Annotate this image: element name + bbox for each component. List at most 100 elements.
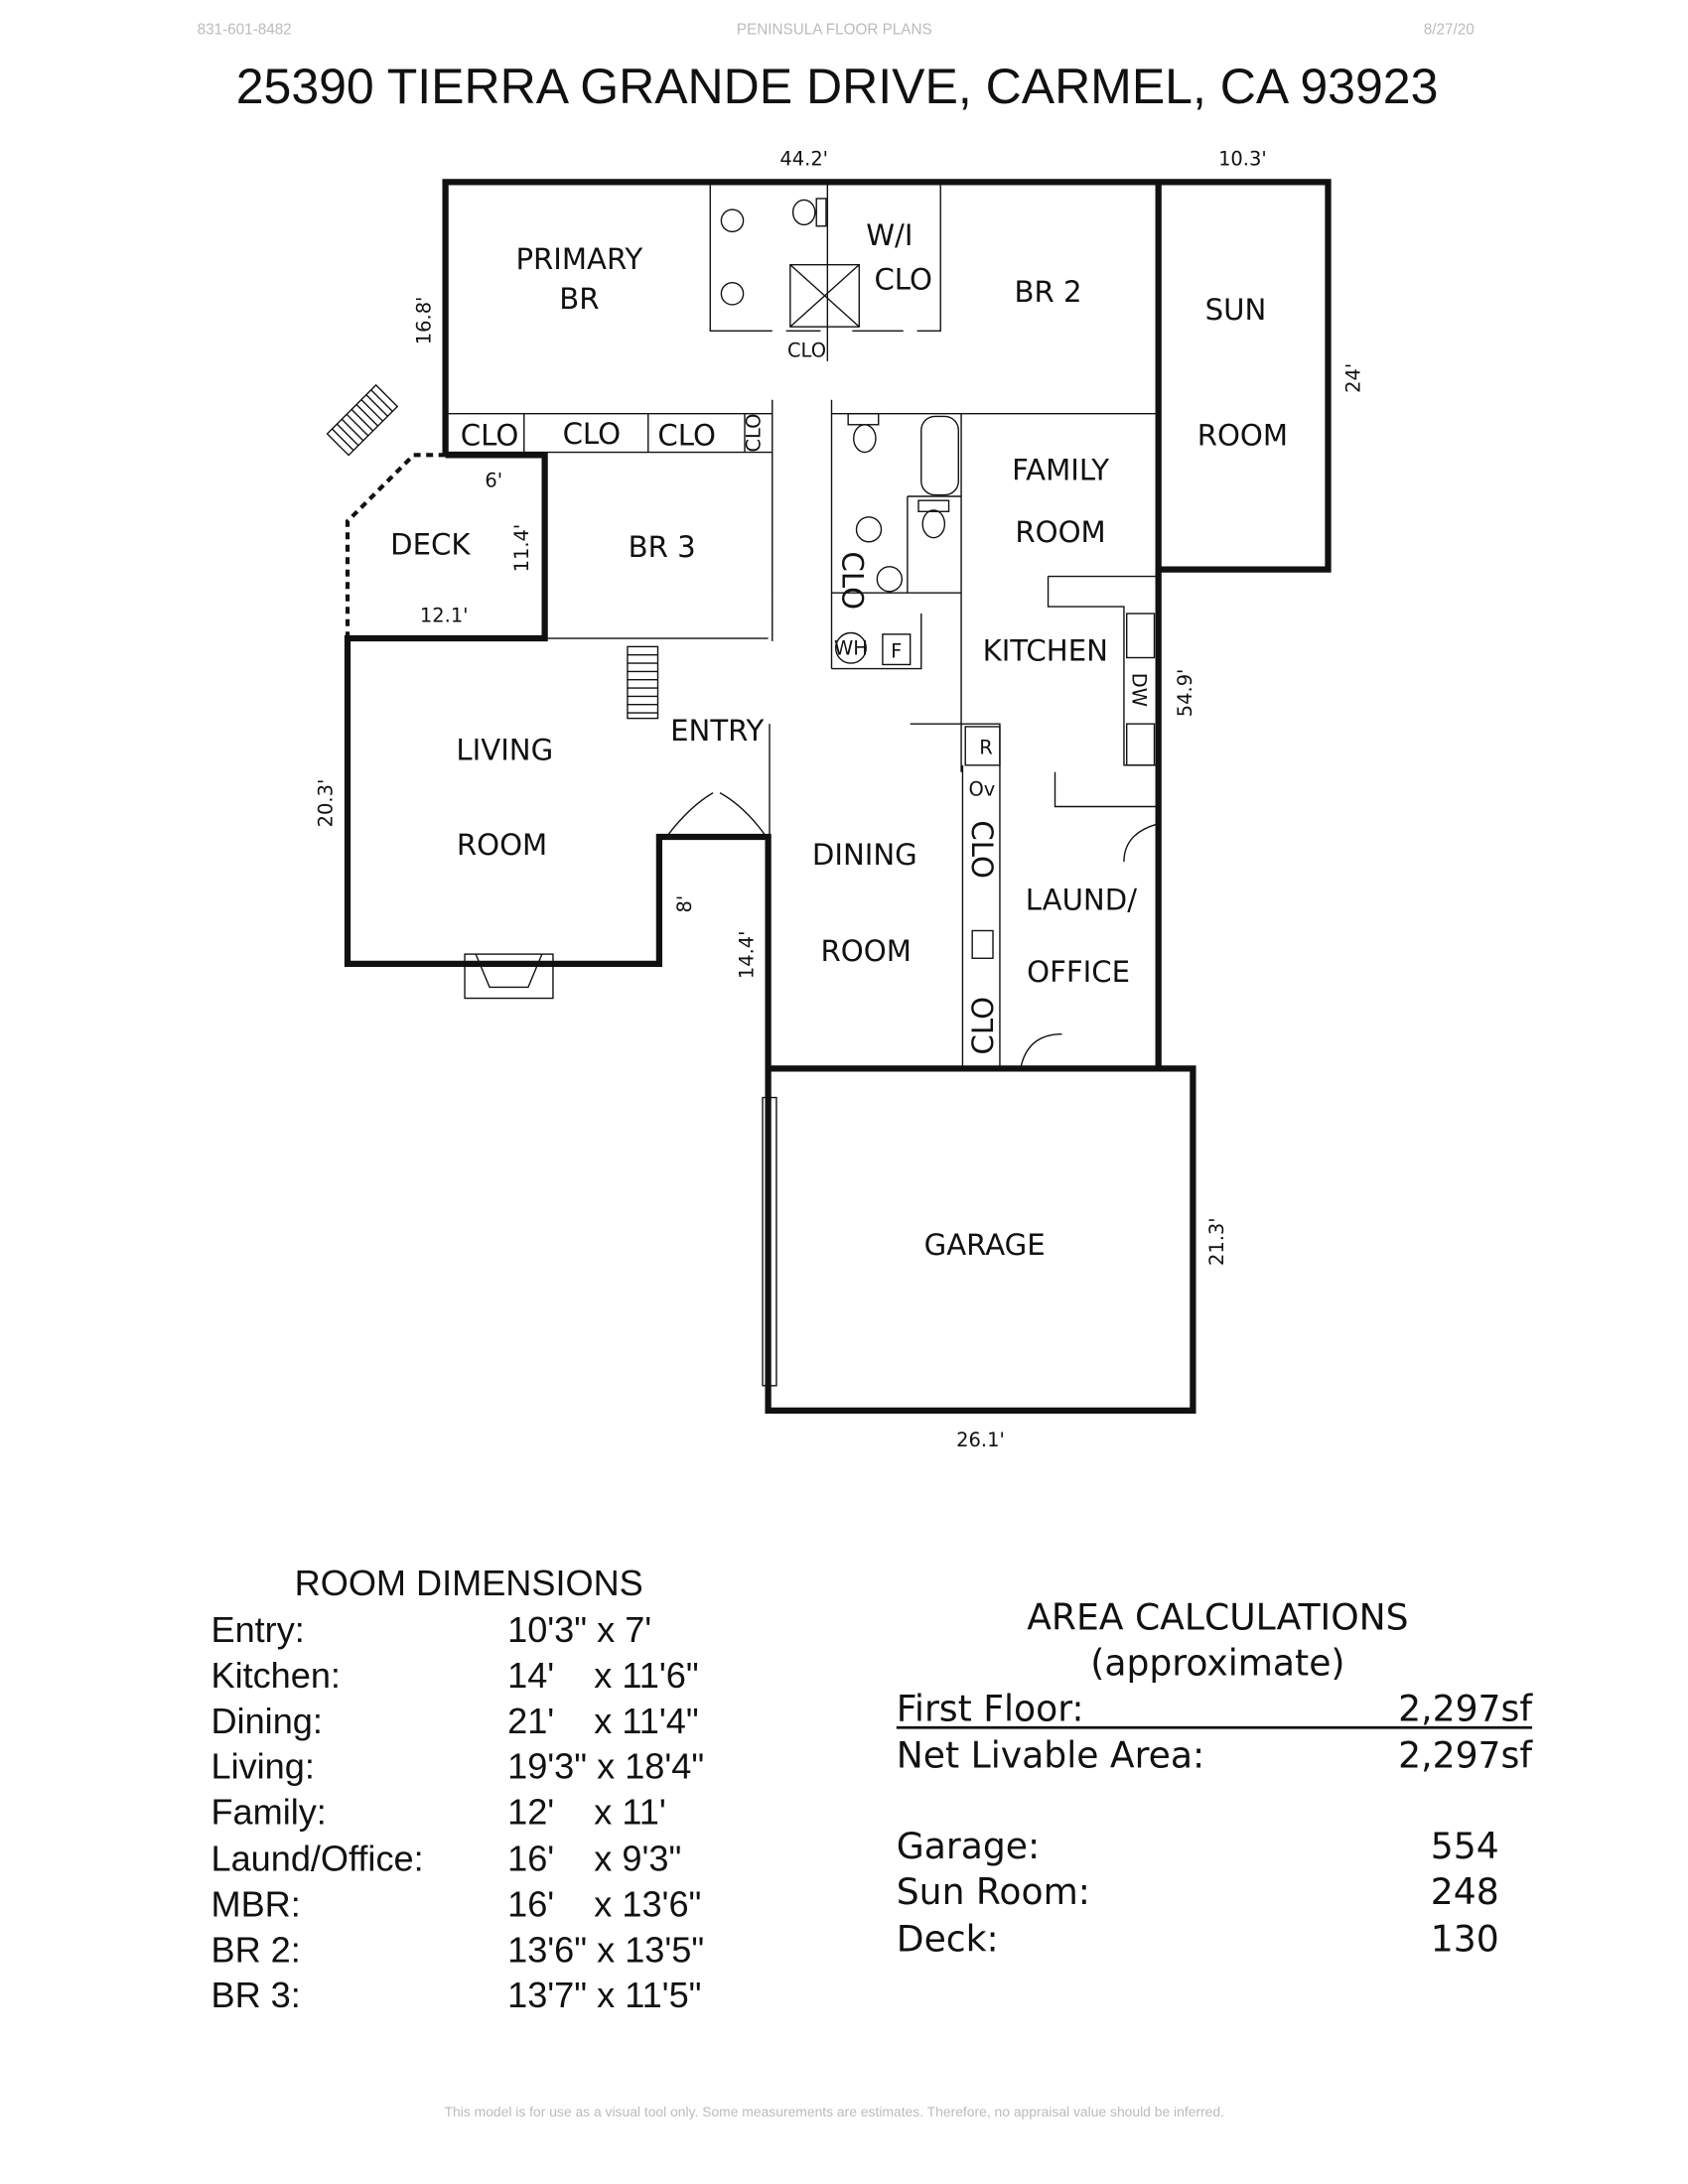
room-label-br2: BR 2 <box>1015 275 1082 309</box>
room-label-sun-room: SUN <box>1205 293 1267 327</box>
room-label-living-room: LIVING <box>456 733 553 766</box>
room-labels: PRIMARY BR W/I CLO CLO BR 2 SUN ROOM CLO… <box>390 218 1288 1262</box>
room-name: Laund/Office: <box>211 1839 424 1879</box>
room-label-laund-office: LAUND/ <box>1026 884 1137 917</box>
oven-label: Ov <box>968 777 995 800</box>
room-label-family-room: FAMILY <box>1012 453 1109 486</box>
fixtures <box>464 198 1157 1069</box>
area-value: 2,297sf <box>1398 1687 1533 1729</box>
header-phone: 831-601-8482 <box>198 22 292 39</box>
room-size: 12' x 11' <box>507 1792 666 1833</box>
dim-deck-top: 6' <box>485 469 502 491</box>
room-label-garage: GARAGE <box>924 1228 1046 1262</box>
header-date: 8/27/20 <box>1424 22 1475 39</box>
table-row: Deck: 130 <box>897 1917 1499 1960</box>
exterior-walls <box>344 179 1332 1414</box>
table-row: Living: 19'3" x 18'4" <box>211 1746 705 1787</box>
room-label-entry: ENTRY <box>670 714 764 748</box>
room-size: 13'7" x 11'5" <box>507 1975 701 2015</box>
footer-disclaimer: This model is for use as a visual tool o… <box>445 2104 1224 2119</box>
area-value: 554 <box>1431 1825 1499 1867</box>
table-row: BR 2: 13'6" x 13'5" <box>211 1929 705 1970</box>
room-name: Entry: <box>211 1609 305 1650</box>
room-label-clo-2: CLO <box>563 417 622 451</box>
area-value: 130 <box>1431 1917 1499 1960</box>
table-row: Entry: 10'3" x 7' <box>211 1609 652 1650</box>
table-row: First Floor: 2,297sf <box>897 1687 1534 1729</box>
dim-dining-height: 14.4' <box>735 930 758 979</box>
room-label-primary-br-2: BR <box>559 282 599 316</box>
room-dimensions-title: ROOM DIMENSIONS <box>295 1563 643 1603</box>
room-label-dining-room: DINING <box>812 838 917 872</box>
table-row: Garage: 554 <box>897 1825 1499 1867</box>
area-label: Deck: <box>897 1917 999 1960</box>
room-size: 16' x 13'6" <box>507 1884 701 1925</box>
dim-entry-step: 8' <box>673 895 696 913</box>
room-size: 21' x 11'4" <box>507 1701 699 1741</box>
page-title: 25390 TIERRA GRANDE DRIVE, CARMEL, CA 93… <box>236 59 1439 114</box>
dim-living-height: 20.3' <box>315 779 338 828</box>
room-dimensions-table: ROOM DIMENSIONS Entry: 10'3" x 7' Kitchen… <box>211 1563 705 2015</box>
room-name: MBR: <box>211 1884 301 1925</box>
room-name: Kitchen: <box>211 1655 341 1696</box>
dim-garage-height: 21.3' <box>1205 1217 1228 1266</box>
area-label: Sun Room: <box>897 1870 1090 1913</box>
room-label-clo-3: CLO <box>657 419 716 453</box>
area-label: Net Livable Area: <box>897 1734 1204 1777</box>
room-label-laund-office-2: OFFICE <box>1027 955 1130 989</box>
room-label-laund-clo: CLO <box>965 820 999 879</box>
furnace-label: F <box>891 640 902 663</box>
floor-plan <box>326 179 1332 1414</box>
area-value: 2,297sf <box>1398 1734 1533 1777</box>
dim-sun-height: 24' <box>1341 363 1364 393</box>
table-row: Kitchen:14' x 11'6" <box>211 1655 699 1696</box>
room-size: 16' x 9'3" <box>507 1839 681 1879</box>
table-row: Family: 12' x 11' <box>211 1792 666 1833</box>
room-size: 19'3" x 18'4" <box>507 1746 704 1787</box>
room-label-bath-clo-2: CLO <box>836 552 870 611</box>
room-label-deck: DECK <box>390 527 471 561</box>
table-row: BR 3: 13'7" x 11'5" <box>211 1975 702 2015</box>
water-heater-label: WH <box>834 637 868 660</box>
room-size: 10'3" x 7' <box>507 1609 651 1650</box>
dim-garage-width: 26.1' <box>956 1429 1005 1451</box>
dim-right: 54.9' <box>1174 669 1196 718</box>
room-label-dining-room-2: ROOM <box>821 934 912 968</box>
entry-stairs <box>627 645 659 720</box>
table-row: Sun Room: 248 <box>897 1870 1499 1913</box>
room-label-sun-room-2: ROOM <box>1197 419 1288 453</box>
dishwasher-label: DW <box>1127 673 1150 707</box>
table-row: Laund/Office: 16' x 9'3" <box>211 1839 682 1879</box>
dim-deck-width: 12.1' <box>420 604 469 626</box>
area-subtitle: (approximate) <box>1090 1642 1344 1685</box>
interior-walls <box>445 182 1159 1387</box>
room-label-living-room-2: ROOM <box>457 828 547 862</box>
room-label-clo-5: CLO <box>966 997 1000 1055</box>
dim-sun-width: 10.3' <box>1218 148 1267 171</box>
table-row: Net Livable Area: 2,297sf <box>897 1734 1534 1777</box>
room-label-wi: W/I <box>866 218 913 252</box>
area-title: AREA CALCULATIONS <box>1027 1596 1408 1639</box>
refrigerator-label: R <box>979 737 993 759</box>
area-label: First Floor: <box>897 1687 1084 1729</box>
room-label-clo-4: CLO <box>742 414 765 453</box>
dim-primary-height: 16.8' <box>412 297 435 345</box>
dim-deck-height: 11.4' <box>510 524 533 573</box>
area-calculations: AREA CALCULATIONS (approximate) First Fl… <box>897 1596 1534 1961</box>
area-value: 248 <box>1431 1870 1499 1913</box>
dimension-labels: 44.2' 10.3' 16.8' 24' 6' 11.4' 12.1' 54.… <box>315 148 1365 1451</box>
deck-edge <box>345 453 446 639</box>
room-name: BR 3: <box>211 1975 301 2015</box>
room-name: Family: <box>211 1792 327 1833</box>
room-name: Dining: <box>211 1701 323 1741</box>
area-label: Garage: <box>897 1825 1040 1867</box>
room-name: Living: <box>211 1746 315 1787</box>
table-row: MBR: 16' x 13'6" <box>211 1884 702 1925</box>
deck-stairs <box>326 383 399 457</box>
room-label-primary-br: PRIMARY <box>515 242 642 276</box>
room-size: 13'6" x 13'5" <box>507 1929 704 1970</box>
room-label-br3: BR 3 <box>629 530 696 564</box>
room-name: BR 2: <box>211 1929 301 1970</box>
room-label-bath-clo: CLO <box>787 340 826 362</box>
